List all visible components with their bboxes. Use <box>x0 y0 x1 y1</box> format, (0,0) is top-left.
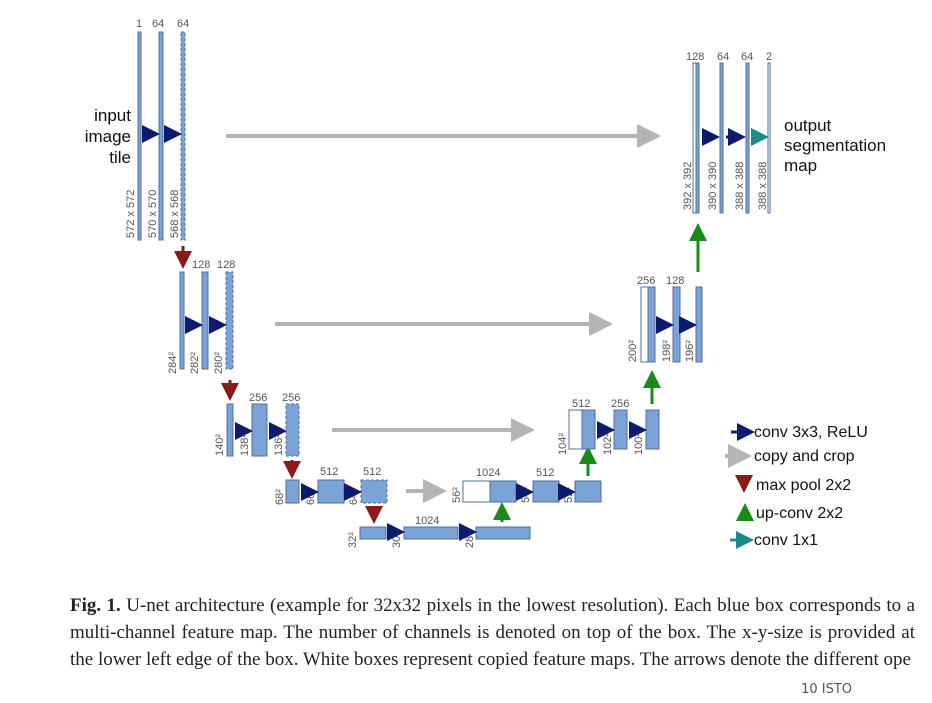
size-label: 56² <box>451 487 463 503</box>
size-label: 572 x 572 <box>125 190 137 238</box>
channel-label: 256 <box>282 392 300 404</box>
size-label: 284² <box>167 352 179 374</box>
size-label: 390 x 390 <box>707 162 719 210</box>
input-label: tile <box>109 148 131 167</box>
output-label: map <box>784 156 817 175</box>
size-label: 200² <box>627 340 639 362</box>
channel-label: 128 <box>666 275 684 287</box>
size-label: 570 x 570 <box>147 190 159 238</box>
channel-label: 512 <box>572 398 590 410</box>
channel-label: 128 <box>217 259 235 271</box>
channel-label: 1024 <box>476 467 500 479</box>
feature-map-box <box>158 31 164 241</box>
output-label: segmentation <box>784 136 886 155</box>
size-label: 392 x 392 <box>682 162 694 210</box>
feature-map-box <box>695 62 700 214</box>
feature-map-box <box>475 526 531 540</box>
channel-label: 256 <box>637 275 655 287</box>
feature-map-box <box>251 403 268 457</box>
feature-map-box <box>360 479 388 504</box>
input-label: image <box>85 127 131 146</box>
size-label: 32² <box>347 532 359 548</box>
channel-label: 64 <box>717 51 729 63</box>
output-label: output <box>784 116 832 135</box>
feature-map-box <box>672 286 681 363</box>
feature-map-box <box>180 31 186 241</box>
size-label: 100² <box>633 433 645 455</box>
channel-label: 64 <box>741 51 753 63</box>
channel-label: 1024 <box>415 515 439 527</box>
channel-label: 512 <box>363 466 381 478</box>
feature-map-box <box>359 526 387 540</box>
feature-map-box <box>462 480 491 503</box>
size-label: 280² <box>213 352 225 374</box>
feature-map-box <box>403 526 459 540</box>
feature-map-box <box>489 480 517 503</box>
feature-map-box <box>640 286 649 363</box>
feature-map-box <box>226 403 234 457</box>
feature-map-box <box>285 403 300 457</box>
channel-label: 256 <box>611 398 629 410</box>
size-label: 388 x 388 <box>757 162 769 210</box>
size-label: 30² <box>391 532 403 548</box>
size-label: 52² <box>563 487 575 503</box>
legend-label: conv 1x1 <box>754 532 818 549</box>
feature-map-box <box>568 409 583 450</box>
channel-label: 256 <box>249 392 267 404</box>
caption-text: U-net architecture (example for 32x32 pi… <box>70 595 916 670</box>
size-label: 198² <box>661 340 673 362</box>
size-label: 568 x 568 <box>169 190 181 238</box>
channel-label: 512 <box>536 467 554 479</box>
feature-map-box <box>285 479 300 504</box>
feature-map-box <box>532 480 560 503</box>
size-label: 140² <box>214 434 226 456</box>
feature-map-box <box>581 409 596 450</box>
feature-map-box <box>695 286 703 363</box>
feature-map-box <box>745 62 750 214</box>
input-label: input <box>94 106 131 125</box>
size-label: 104² <box>557 433 569 455</box>
channel-label: 64 <box>152 18 164 30</box>
channel-label: 128 <box>686 51 704 63</box>
channel-label: 64 <box>177 18 189 30</box>
legend-label: conv 3x3, ReLU <box>754 424 868 441</box>
size-label: 102² <box>602 433 614 455</box>
feature-map-box <box>645 409 660 450</box>
size-label: 28² <box>464 532 476 548</box>
size-label: 138² <box>239 434 251 456</box>
channel-label: 512 <box>320 466 338 478</box>
feature-map-box <box>201 271 209 370</box>
size-label: 196² <box>684 340 696 362</box>
caption-figure-number: Fig. 1. <box>70 595 121 616</box>
figure-caption: Fig. 1. U-net architecture (example for … <box>70 592 915 673</box>
channel-label: 1 <box>136 18 142 30</box>
unet-diagram: input image tile 1 64 64 572 x 572 570 x 570 568… <box>85 18 886 549</box>
feature-map-box <box>574 480 602 503</box>
feature-map-box <box>317 479 345 504</box>
legend-label: copy and crop <box>754 448 855 465</box>
legend-label: max pool 2x2 <box>756 477 851 494</box>
size-label: 54² <box>520 487 532 503</box>
channel-label: 128 <box>192 259 210 271</box>
legend-label: up-conv 2x2 <box>756 505 843 522</box>
size-label: 136² <box>273 434 285 456</box>
feature-map-box <box>613 409 628 450</box>
channel-label: 2 <box>766 51 772 63</box>
feature-map-box <box>137 31 142 241</box>
size-label: 388 x 388 <box>734 162 746 210</box>
watermark: 10 ISTO <box>801 682 852 697</box>
feature-map-box <box>647 286 656 363</box>
feature-map-box <box>225 271 234 370</box>
feature-map-box <box>179 271 185 370</box>
size-label: 282² <box>189 352 201 374</box>
feature-map-box <box>719 62 724 214</box>
size-label: 68² <box>274 489 286 505</box>
